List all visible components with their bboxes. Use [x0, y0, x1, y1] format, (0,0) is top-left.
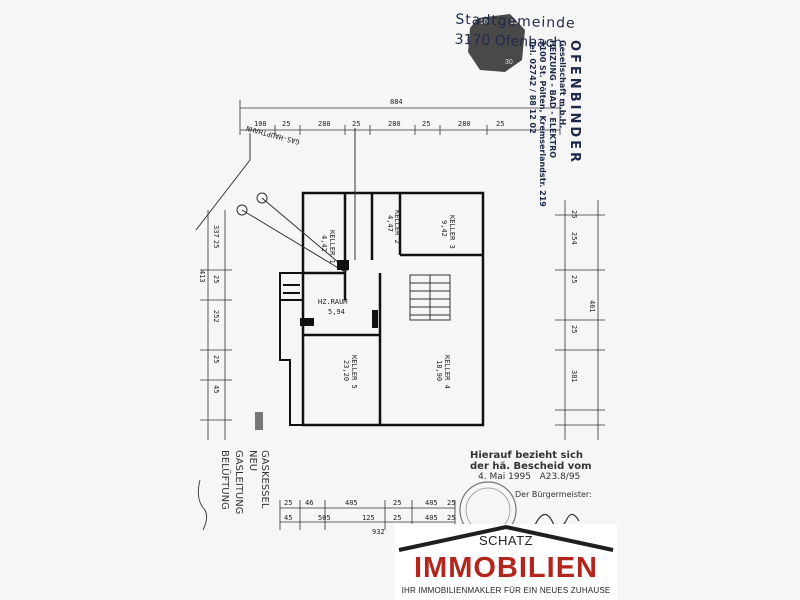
- margin-signature: [197, 479, 208, 531]
- dim-top-1: 280: [318, 120, 331, 128]
- dim-bottom1-3: 25: [393, 499, 401, 507]
- dim-bottom2-0: 45: [284, 514, 292, 522]
- dim-top-0: 25: [282, 120, 290, 128]
- room-keller1-label: KELLER 1: [328, 230, 336, 264]
- dim-top-3: 280: [388, 120, 401, 128]
- dim-right-1: 254: [570, 232, 578, 245]
- company-line3: 3100 St. Pölten, Kremserlandstr. 219: [538, 40, 547, 207]
- gas-main-label: GAS-HAUPTHAHN: [246, 124, 301, 146]
- dim-top-4: 25: [422, 120, 430, 128]
- room-hz-area: 5,94: [328, 308, 345, 316]
- dim-left-6: 413: [198, 270, 206, 283]
- dim-top-2: 25: [352, 120, 360, 128]
- room-keller4-label: KELLER 4: [443, 355, 451, 389]
- dim-left-4: 25: [212, 355, 220, 363]
- svg-text:30: 30: [505, 59, 513, 66]
- stamp-line1: Stadtgemeinde: [455, 11, 576, 32]
- room-keller3-label: KELLER 3: [448, 215, 456, 249]
- dim-bottom2-5: 25: [447, 514, 455, 522]
- legend-item-gaskessel: GASKESSEL: [259, 450, 270, 509]
- room-keller4-area: 18,90: [435, 360, 443, 381]
- dim-right-5: 461: [588, 300, 596, 313]
- dim-left-0: 25: [212, 240, 220, 248]
- brand-banner: SCHATZ IMMOBILIEN IHR IMMOBILIENMAKLER F…: [395, 524, 617, 600]
- dim-left-3: 252: [212, 310, 220, 323]
- approval-mayor: Der Bürgermeister:: [515, 490, 592, 499]
- dim-left-1: 337: [212, 225, 220, 238]
- dim-top-total: 884: [390, 98, 403, 106]
- approval-line1: Hierauf bezieht sich: [470, 450, 583, 461]
- dim-bottom1-4: 405: [425, 499, 438, 507]
- dim-top-left: 100: [254, 120, 267, 128]
- dim-top-5: 280: [458, 120, 471, 128]
- approval-ref: A23.8/95: [539, 472, 581, 482]
- dim-bottom2-1: 505: [318, 514, 331, 522]
- room-keller5-area: 23,20: [342, 360, 350, 381]
- room-keller2-area: 4,47: [386, 215, 394, 232]
- dim-left-2: 25: [212, 275, 220, 283]
- company-stamp: OFENBINDER Gesellschaft m.b.H. HEIZUNG -…: [502, 40, 582, 230]
- dim-right-0: 25: [570, 210, 578, 218]
- dim-right-4: 381: [570, 370, 578, 383]
- svg-text:10: 10: [510, 19, 518, 26]
- company-line4: Tel. 02742 / 88 12 02: [528, 40, 537, 134]
- dim-bottom1-2: 405: [345, 499, 358, 507]
- approval-date-row: 4. Mai 1995 A23.8/95: [478, 472, 600, 482]
- dim-right-3: 25: [570, 325, 578, 333]
- room-keller5-label: KELLER 5: [350, 355, 358, 389]
- room-keller3-area: 9,42: [440, 220, 448, 237]
- approval-note: Hierauf bezieht sich der hä. Bescheid vo…: [470, 450, 600, 499]
- dim-bottom1-5: 25: [447, 499, 455, 507]
- revenue-stamp: 10 10 30: [468, 14, 525, 72]
- legend-item-gasleitung: GASLEITUNG: [233, 450, 244, 515]
- dim-bottom1-1: 46: [305, 499, 313, 507]
- room-keller2-label: KELLER 2: [393, 210, 401, 244]
- svg-text:10: 10: [480, 19, 488, 26]
- dim-bottom2-3: 25: [393, 514, 401, 522]
- company-name: OFENBINDER: [567, 40, 582, 165]
- dim-bottom2-2: 125: [362, 514, 375, 522]
- company-line1: Gesellschaft m.b.H.: [558, 40, 567, 129]
- brand-tagline: IHR IMMOBILIENMAKLER FÜR EIN NEUES ZUHAU…: [401, 586, 611, 595]
- roof-logo: [395, 524, 617, 600]
- dim-right-2: 25: [570, 275, 578, 283]
- dim-bottom1-0: 25: [284, 499, 292, 507]
- dim-bottom2-4: 405: [425, 514, 438, 522]
- approval-line2: der hä. Bescheid vom: [470, 461, 592, 472]
- legend-item-belueftung: BELÜFTUNG: [219, 450, 230, 510]
- approval-date: 4. Mai 1995: [478, 472, 531, 482]
- company-line2: HEIZUNG - BAD - ELEKTRO: [548, 40, 557, 159]
- dim-bottom-total: 932: [372, 528, 385, 536]
- brand-main-text: IMMOBILIEN: [414, 552, 598, 584]
- room-hz-label: HZ.RAUM: [318, 298, 348, 306]
- legend-item-neu: NEU: [247, 450, 258, 472]
- brand-top-text: SCHATZ: [478, 533, 534, 548]
- dim-left-5: 45: [212, 385, 220, 393]
- legend: GASKESSEL NEU GASLEITUNG BELÜFTUNG: [170, 450, 290, 570]
- dim-top-6: 25: [496, 120, 504, 128]
- room-keller1-area: 4,42: [320, 235, 328, 252]
